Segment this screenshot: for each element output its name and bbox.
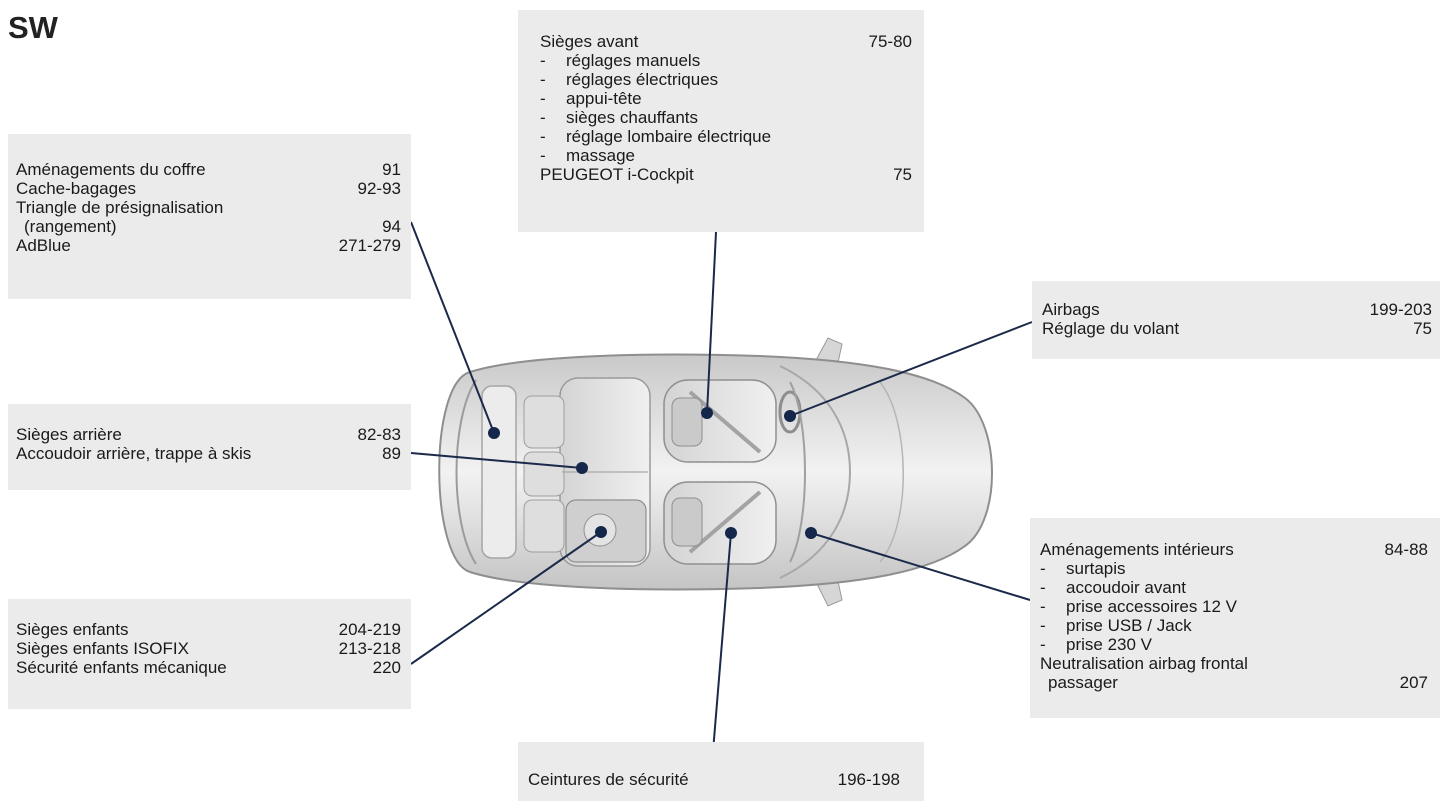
leader-rear-seats — [410, 452, 583, 469]
heading-page: 75-80 — [868, 32, 912, 51]
list-item: -réglage lombaire électrique — [540, 127, 772, 146]
list-item: -accoudoir avant — [1040, 578, 1187, 597]
callout-heading: Sièges avant 75-80 — [540, 32, 912, 51]
list-item: -appui-tête — [540, 89, 642, 108]
leader-boot — [410, 221, 495, 434]
dot-boot — [488, 427, 500, 439]
leader-interior — [810, 532, 1031, 601]
list-item: -surtapis — [1040, 559, 1126, 578]
dot-child-seats — [595, 526, 607, 538]
table-row: Neutralisation airbag frontal — [1040, 654, 1248, 673]
leader-airbags — [789, 321, 1033, 417]
list-item: -prise 230 V — [1040, 635, 1152, 654]
list-item: -prise accessoires 12 V — [1040, 597, 1238, 616]
leader-front-seats — [706, 231, 717, 414]
dot-interior — [805, 527, 817, 539]
dot-front-seats — [701, 407, 713, 419]
table-row: Triangle de présignalisation — [16, 198, 224, 217]
dot-airbags — [784, 410, 796, 422]
list-item: -massage — [540, 146, 635, 165]
callout-front-seats: Sièges avant 75-80 -réglages manuels -ré… — [518, 10, 924, 232]
callout-heading: Aménagements intérieurs 84-88 — [1040, 540, 1428, 559]
list-item: -réglages manuels — [540, 51, 701, 70]
list-item: -réglages électriques — [540, 70, 719, 89]
list-item: -prise USB / Jack — [1040, 616, 1192, 635]
page-title: SW — [8, 10, 58, 45]
list-item: -sièges chauffants — [540, 108, 698, 127]
dot-belts — [725, 527, 737, 539]
callout-footer: PEUGEOT i-Cockpit 75 — [540, 165, 912, 184]
callout-interior: Aménagements intérieurs 84-88 -surtapis … — [1030, 518, 1440, 718]
table-row: (rangement)94 — [24, 217, 401, 236]
dot-rear-seats — [576, 462, 588, 474]
heading-label: Sièges avant — [540, 32, 639, 51]
leader-child-seats — [410, 531, 602, 665]
